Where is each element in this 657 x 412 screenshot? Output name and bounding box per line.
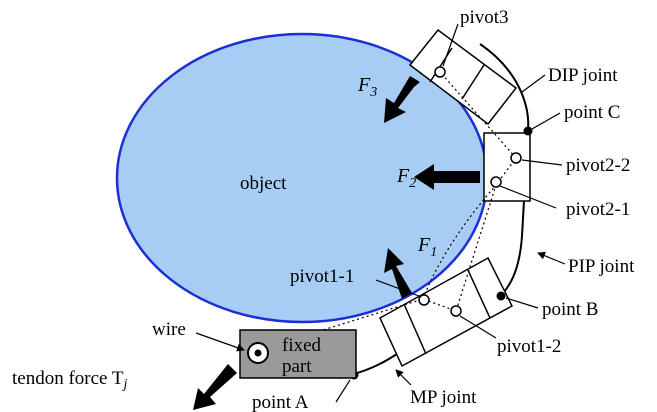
wire-path [251, 71, 517, 353]
pivot3-leader [442, 23, 459, 67]
point-a-leader [335, 379, 351, 403]
part-label: part [282, 356, 312, 377]
pivot2-2-circle [510, 152, 522, 164]
pivot1-2-label: pivot1-2 [497, 336, 561, 357]
tendon-force-label: tendon force Tj [12, 368, 128, 392]
wire-leader [195, 332, 245, 352]
pivot3-label: pivot3 [460, 7, 509, 28]
pivot1-1-circle [418, 294, 430, 306]
pivot2-1-circle [490, 176, 502, 188]
pivot1-2-leader [459, 315, 497, 339]
pip-joint-leader [537, 251, 566, 265]
f1-label: F1 [417, 234, 437, 260]
point-c-label: point C [564, 102, 620, 123]
wire-label: wire [152, 319, 186, 340]
force-f2-arrow [414, 164, 480, 190]
force-f3-arrow [384, 76, 420, 123]
pivot3-circle [434, 66, 446, 78]
mp-joint-label: MP joint [410, 387, 477, 408]
wire-path-inner [422, 184, 497, 300]
middle-link [483, 132, 531, 202]
fixed-label: fixed [282, 335, 322, 356]
pivot2-1-label: pivot2-1 [566, 199, 630, 220]
fixed-pulley-inner [254, 349, 262, 357]
pivot1-1-label: pivot1-1 [290, 266, 354, 287]
finger-contour [339, 43, 530, 379]
pivot1-1-leader [375, 279, 420, 297]
point-b-label: point B [542, 299, 598, 320]
point-a-label: point A [252, 392, 309, 412]
dip-joint-leader [521, 74, 546, 93]
proximal-link [379, 256, 513, 368]
pivot1-2-circle [450, 305, 462, 317]
point-b-leader [505, 297, 539, 309]
point-b-dot [496, 291, 506, 301]
f3-label: F3 [357, 74, 377, 100]
object-label: object [240, 173, 287, 194]
dip-joint-label: DIP joint [548, 65, 618, 86]
distal-link [408, 28, 518, 126]
tendon-force-arrow [193, 364, 237, 410]
pivot2-2-label: pivot2-2 [566, 155, 630, 176]
mp-joint-leader [395, 369, 412, 386]
point-c-leader [531, 112, 561, 130]
pip-joint-label: PIP joint [568, 256, 635, 277]
f2-label: F2 [396, 165, 416, 191]
pivot2-2-leader [521, 159, 563, 166]
force-f1-arrow [384, 248, 412, 299]
pivot2-1-leader [499, 185, 557, 209]
point-c-dot [523, 126, 533, 136]
